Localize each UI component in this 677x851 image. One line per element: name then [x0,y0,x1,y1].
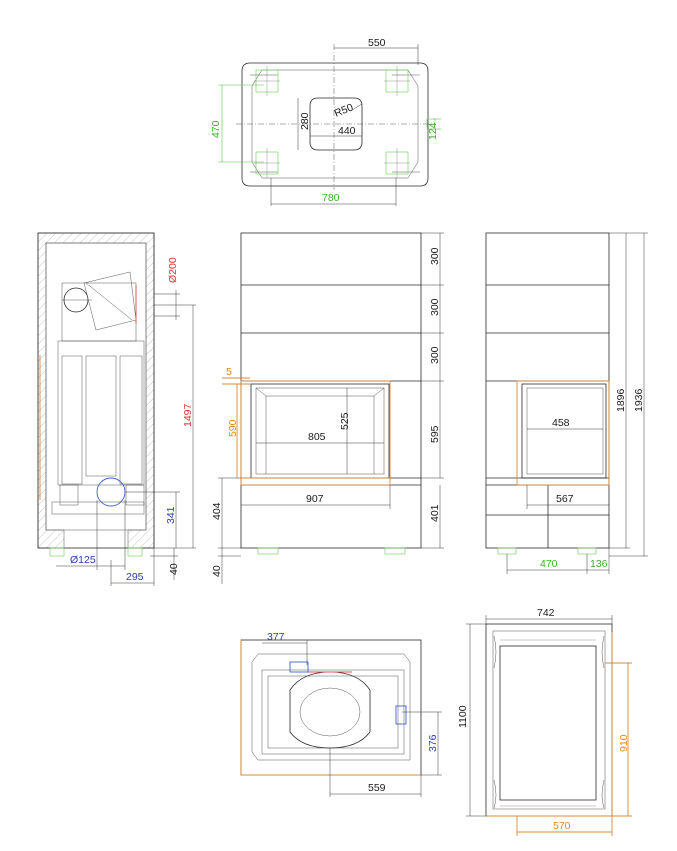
dim-r50: R50 [333,101,356,119]
plan-bottom-left: 377 376 559 [240,631,442,797]
top-view: 550 470 280 R50 440 124 780 [210,37,441,206]
dim-124: 124 [427,122,439,140]
dim-300-low: 300 [429,346,441,364]
dim-567: 567 [556,493,574,505]
dim-341: 341 [165,506,177,524]
dim-907: 907 [306,493,324,505]
dim-440: 440 [338,125,356,137]
dim-1100: 1100 [457,705,469,728]
dim-40-section: 40 [168,563,180,575]
dim-136: 136 [590,558,608,570]
dim-525: 525 [339,412,351,430]
dim-40-front: 40 [211,565,223,577]
dim-470-side: 470 [540,558,558,570]
front-view: 300 300 300 595 401 5 590 525 805 907 40… [211,232,444,584]
dim-805: 805 [308,431,326,443]
dim-295: 295 [126,571,144,583]
dim-401: 401 [429,504,441,522]
dim-300-mid: 300 [429,298,441,316]
side-section: Ø200 1497 341 Ø125 295 40 [37,232,196,586]
dim-742: 742 [537,607,555,619]
dim-470-top: 470 [210,120,222,138]
dim-280: 280 [299,112,311,130]
dim-595: 595 [429,425,441,443]
dim-1896: 1896 [615,388,627,412]
dim-o200: Ø200 [167,257,179,283]
plan-bottom-right: 742 1100 910 570 [457,607,632,836]
dim-570: 570 [553,820,571,832]
dim-376: 376 [427,734,439,752]
dim-1936: 1936 [633,388,645,412]
dim-404: 404 [211,502,223,520]
dim-550: 550 [368,37,386,49]
dim-910: 910 [618,734,630,752]
dim-1497: 1497 [182,403,194,427]
side-view: 458 567 1896 1936 470 136 [485,232,648,574]
dim-377: 377 [267,631,285,643]
dim-5: 5 [226,366,232,378]
dim-559: 559 [368,782,386,794]
dim-300-top: 300 [429,247,441,265]
dim-780: 780 [322,192,340,204]
dim-458: 458 [552,417,570,429]
dim-o125: Ø125 [70,554,96,566]
dim-590: 590 [227,419,239,437]
